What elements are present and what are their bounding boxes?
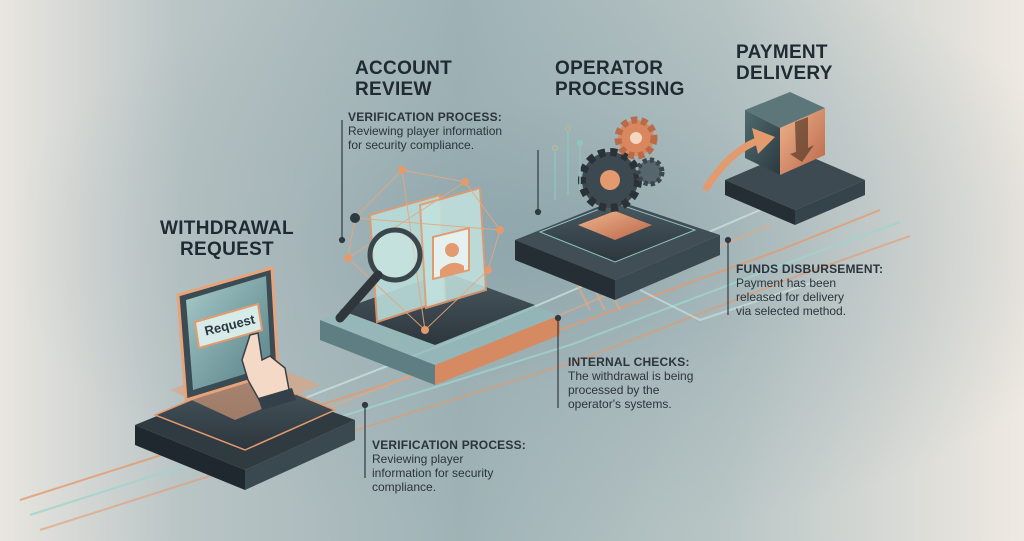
note-title: FUNDS DISBURSEMENT: [736,262,884,276]
step-title-line: ACCOUNT [355,58,453,79]
user-profile-icon [432,226,470,281]
gear-icon [578,116,665,212]
note-internal-checks: INTERNAL CHECKS: The withdrawal is being… [568,355,728,411]
note-text: information for security [372,466,494,480]
step-title-account-review: ACCOUNT REVIEW [355,58,452,100]
note-title: VERIFICATION PROCESS: [348,110,502,124]
note-text: Reviewing player information [348,124,503,138]
step-title-line: OPERATOR [555,58,664,79]
processing-platform [515,116,720,300]
magnifier-icon [335,227,423,323]
note-request-verification: VERIFICATION PROCESS: Reviewing player i… [372,438,552,494]
callout-leaders [338,120,732,478]
step-title-withdrawal-request: WITHDRAWAL REQUEST [160,218,294,260]
step-title-line: DELIVERY [736,63,833,84]
note-text: Reviewing player [372,452,464,466]
note-title: INTERNAL CHECKS: [568,355,690,369]
review-platform [320,166,560,385]
step-title-payment-delivery: PAYMENT DELIVERY [736,42,833,84]
note-text: The withdrawal is being [568,369,694,383]
hand-pointer-icon [241,332,296,410]
note-title: VERIFICATION PROCESS: [372,438,526,452]
request-platform [135,266,355,490]
note-text: operator's systems. [568,397,672,411]
step-title-line: PAYMENT [736,42,828,63]
step-title-operator-processing: OPERATOR PROCESSING [555,58,685,100]
package-box-icon [745,92,825,175]
note-text: via selected method. [736,304,847,318]
note-text: Payment has been [736,276,837,290]
note-text: processed by the [568,383,660,397]
step-title-line: REVIEW [355,79,432,100]
note-text: released for delivery [736,290,845,304]
note-review-verification: VERIFICATION PROCESS: Reviewing player i… [348,110,548,152]
step-title-line: WITHDRAWAL [160,218,294,239]
note-text: for security compliance. [348,138,475,152]
note-text: compliance. [372,480,437,494]
delivery-platform [702,92,865,225]
step-title-line: PROCESSING [555,79,685,100]
note-funds-disbursement: FUNDS DISBURSEMENT: Payment has been rel… [736,262,906,318]
step-title-line: REQUEST [180,239,274,260]
arrow-icon [702,128,775,192]
